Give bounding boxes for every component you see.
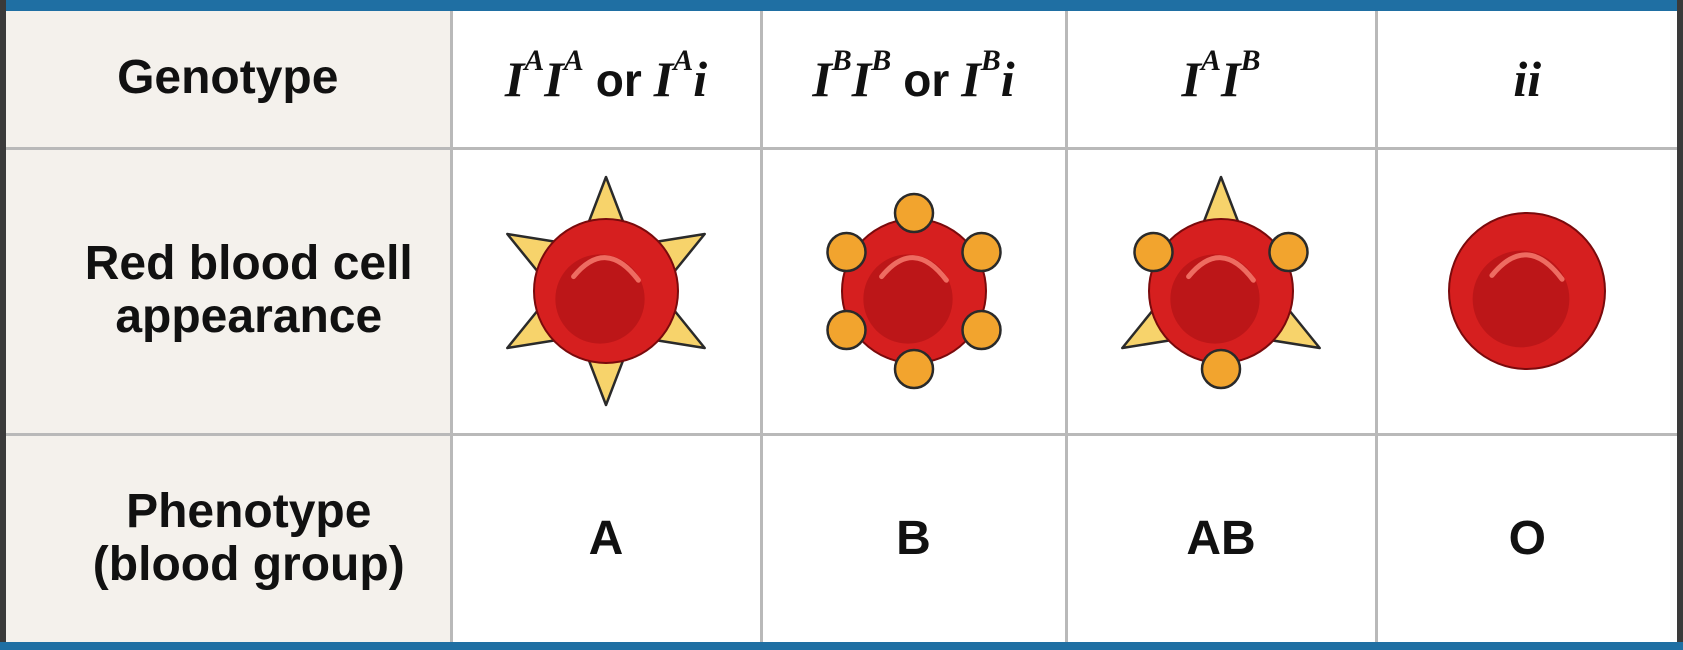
allele-symbol: I xyxy=(812,50,832,107)
cell-center-shade xyxy=(1170,254,1260,344)
right-frame-edge xyxy=(1677,0,1683,650)
phenotype-b: B xyxy=(896,512,931,566)
cell-highlight xyxy=(1186,255,1256,283)
allele-superscript: A xyxy=(1200,43,1221,77)
b-antigen-circle xyxy=(893,192,934,234)
allele-superscript: B xyxy=(871,43,892,77)
allele-symbol: i xyxy=(1000,50,1015,107)
cell-appearance-header: Red blood cell appearance xyxy=(6,146,453,436)
phenotype-a: A xyxy=(588,512,624,566)
cell-highlight xyxy=(1489,252,1565,282)
cell-center-shade xyxy=(1472,250,1570,348)
cell-appearance-row: Red blood cell appearance xyxy=(6,146,1677,436)
cell-highlight xyxy=(878,255,949,283)
cell-image-a xyxy=(449,146,763,436)
genotype-header: Genotype xyxy=(6,11,453,150)
cell-image-b xyxy=(759,146,1068,436)
phenotype-cell-o: O xyxy=(1374,432,1677,642)
allele-superscript: A xyxy=(673,43,694,77)
b-antigen-circle xyxy=(825,231,867,273)
phenotype-header-line2: (blood group) xyxy=(92,537,405,591)
allele-symbol: I xyxy=(961,50,981,107)
phenotype-cell-ab: AB xyxy=(1064,432,1378,642)
b-antigen-circle xyxy=(1133,231,1174,273)
allele-superscript: A xyxy=(563,43,584,77)
allele-symbol: i xyxy=(1527,50,1542,107)
b-antigen-circle xyxy=(960,231,1002,273)
cell-image-ab xyxy=(1064,146,1378,436)
bottom-frame-bar xyxy=(0,642,1683,650)
cell-highlight xyxy=(571,255,641,283)
allele-symbol: I xyxy=(851,50,872,107)
allele-superscript: A xyxy=(524,43,545,77)
allele-superscript: B xyxy=(980,43,1001,77)
allele-superscript: B xyxy=(1240,43,1261,77)
b-antigen-circle xyxy=(1268,231,1309,273)
cell-appearance-header-line2: appearance xyxy=(115,290,383,343)
cell-center-shade xyxy=(862,254,953,344)
phenotype-cell-b: B xyxy=(759,432,1068,642)
b-antigen-circle xyxy=(825,309,867,351)
allele-symbol: i xyxy=(693,50,708,107)
b-antigen-circle xyxy=(960,309,1002,351)
genotype-o: ii xyxy=(1513,51,1541,107)
genotype-cell-ab: IAIB xyxy=(1064,11,1378,150)
red-blood-cell-no-antigens xyxy=(1448,212,1607,370)
top-frame-bar xyxy=(0,0,1683,11)
genotype-cell-o: ii xyxy=(1374,11,1677,150)
allele-symbol: I xyxy=(504,50,525,107)
left-frame-edge xyxy=(0,0,6,650)
phenotype-cell-a: A xyxy=(449,432,763,642)
phenotype-row: Phenotype (blood group) A B AB O xyxy=(6,432,1677,642)
genotype-or: or xyxy=(595,53,642,106)
phenotype-ab: AB xyxy=(1186,512,1256,566)
phenotype-header: Phenotype (blood group) xyxy=(6,432,453,642)
allele-symbol: i xyxy=(1513,50,1528,107)
red-blood-cell-b-antigens xyxy=(825,192,1002,390)
cell-image-o xyxy=(1374,146,1677,436)
phenotype-header-line1: Phenotype xyxy=(126,484,372,538)
allele-symbol: I xyxy=(1221,50,1241,107)
genotype-header-label: Genotype xyxy=(117,51,339,105)
phenotype-o: O xyxy=(1508,512,1546,566)
genotype-or: or xyxy=(903,53,950,106)
cell-appearance-header-line1: Red blood cell xyxy=(84,237,413,291)
red-blood-cell-ab-antigens xyxy=(1121,175,1321,390)
b-antigen-circle xyxy=(893,348,934,390)
allele-symbol: I xyxy=(1181,50,1201,107)
b-antigen-circle xyxy=(1200,348,1242,390)
cell-center-shade xyxy=(555,254,645,344)
genotype-ab: IAIB xyxy=(1181,45,1261,107)
allele-symbol: I xyxy=(544,50,564,107)
allele-symbol: I xyxy=(653,50,674,107)
allele-superscript: B xyxy=(831,43,852,77)
red-blood-cell-a-antigens xyxy=(506,175,706,407)
